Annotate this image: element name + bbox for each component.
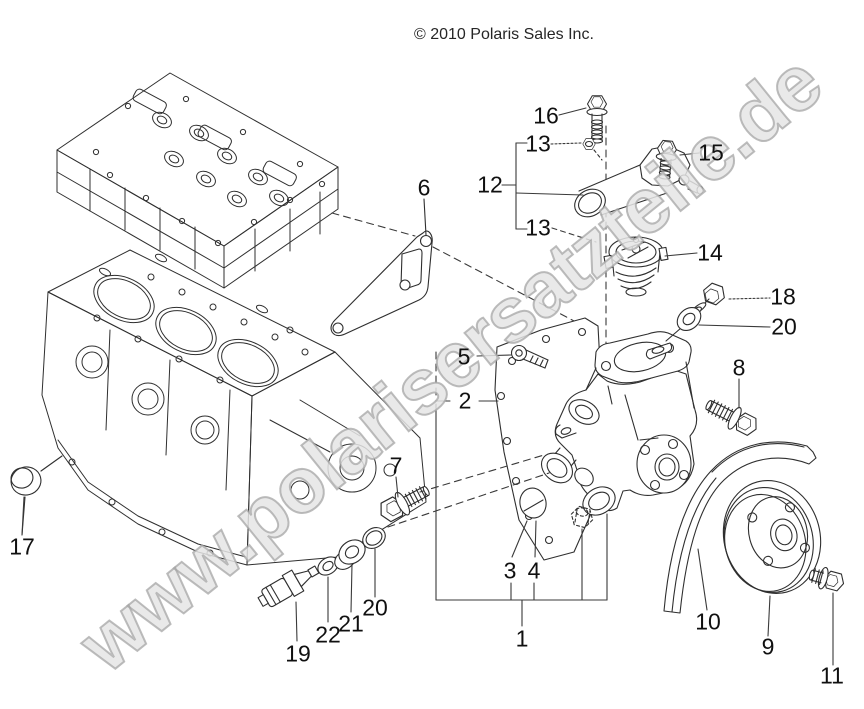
- bolt-7-part: [380, 485, 430, 523]
- washer-20-upper-part: [676, 307, 702, 331]
- callout-20-lower: 20: [362, 594, 388, 621]
- cylinder-head-drawing: [56, 72, 339, 289]
- sensor-19-part: [257, 565, 320, 608]
- nut-13-part: [582, 138, 603, 161]
- screw-5-part: [510, 344, 549, 369]
- plug-4-part: [570, 505, 594, 529]
- callout-11: 11: [820, 662, 844, 689]
- bolt-8-part: [705, 399, 757, 436]
- callout-15: 15: [698, 139, 724, 166]
- callout-17: 17: [9, 533, 35, 560]
- gasket-2-part: [494, 317, 604, 561]
- callout-6: 6: [417, 174, 431, 201]
- callout-leader-lines: [21, 107, 834, 666]
- callout-13-top: 13: [525, 130, 551, 157]
- callout-5: 5: [457, 343, 471, 370]
- bolt-11-part: [808, 566, 845, 592]
- gasket-6-part: [330, 198, 433, 337]
- washer-20-upper-pointer: [665, 327, 682, 342]
- callout-16: 16: [533, 102, 559, 129]
- callout-22: 22: [315, 621, 341, 648]
- callout-8: 8: [732, 354, 746, 381]
- callout-12: 12: [477, 171, 503, 198]
- callout-9: 9: [761, 633, 775, 660]
- callout-2: 2: [458, 387, 472, 414]
- belt-10-part: [663, 441, 817, 614]
- callout-10: 10: [695, 608, 721, 635]
- water-pump-body: [540, 331, 698, 516]
- callout-4: 4: [527, 557, 541, 584]
- sensor-axis-dashed-lines: [387, 454, 550, 528]
- callout-19: 19: [285, 640, 311, 667]
- callout-18: 18: [770, 283, 796, 310]
- seal-3-part: [519, 487, 547, 519]
- callout-21: 21: [338, 610, 364, 637]
- callout-7: 7: [389, 452, 403, 479]
- pulley-9-part: [722, 480, 822, 594]
- bolt-15-part: [655, 139, 677, 180]
- alignment-dashed-lines: [331, 125, 607, 399]
- fitting-21-part: [334, 539, 366, 570]
- callout-13-bottom: 13: [525, 214, 551, 241]
- engine-block-drawing: [41, 249, 427, 566]
- bolt-16-part: [586, 95, 608, 144]
- plug-17-part: [10, 455, 63, 536]
- thermostat-housing-part: [574, 145, 704, 218]
- washer-22-part: [317, 556, 339, 576]
- copyright-text: © 2010 Polaris Sales Inc.: [414, 26, 594, 43]
- oring-20-lower-part: [362, 527, 386, 549]
- callout-1: 1: [515, 625, 529, 652]
- thermostat-14-part: [603, 236, 669, 297]
- callout-14: 14: [697, 239, 723, 266]
- callout-3: 3: [503, 557, 517, 584]
- callout-20-upper: 20: [771, 313, 797, 340]
